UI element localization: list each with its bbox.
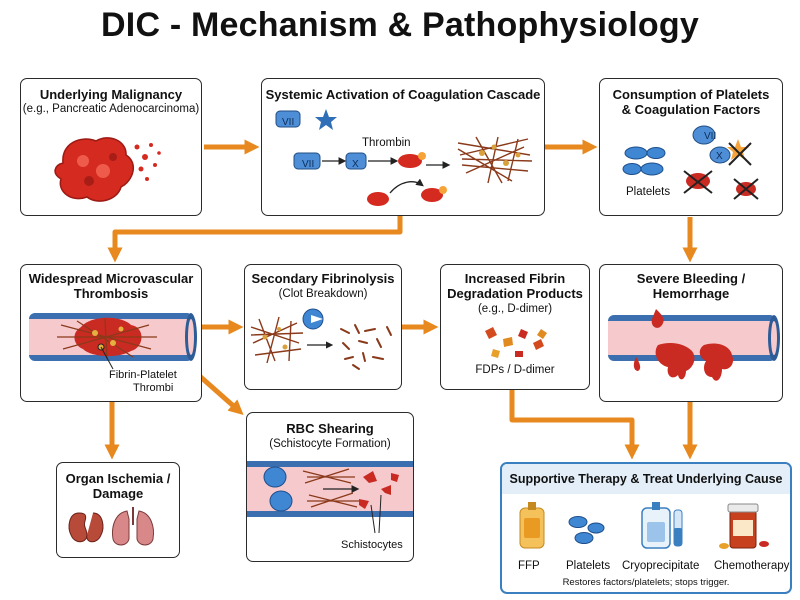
hemorrhaging-vessel-illustration bbox=[608, 309, 780, 381]
fibrin-platelet-label-line1: Fibrin-Platelet bbox=[109, 369, 177, 381]
therapy-icons bbox=[519, 502, 769, 549]
tumor-icon bbox=[54, 137, 161, 202]
arrow-coagulation-to-thrombosis bbox=[107, 215, 403, 263]
fibrinolysis-title: Secondary Fibrinolysis bbox=[251, 271, 395, 286]
schistocytes-label: Schistocytes bbox=[341, 539, 403, 551]
node-fibrinolysis: Secondary Fibrinolysis (Clot Breakdown) bbox=[244, 264, 402, 390]
cascade-illustration bbox=[275, 109, 533, 206]
consumption-title-line2: & Coagulation Factors bbox=[621, 102, 761, 117]
fdp-label: FDPs / D-dimer bbox=[475, 364, 555, 376]
platelets-label: Platelets bbox=[626, 186, 671, 198]
thrombin-label: Thrombin bbox=[362, 137, 411, 149]
coagulation-title: Systemic Activation of Coagulation Casca… bbox=[265, 87, 541, 102]
thrombosed-vessel-illustration bbox=[29, 313, 197, 370]
factor-vii-top-label: VII bbox=[282, 117, 295, 128]
bleeding-title-line2: Hemorrhage bbox=[652, 286, 730, 301]
rbc-title: RBC Shearing bbox=[286, 421, 374, 436]
rbc-subtitle: (Schistocyte Formation) bbox=[269, 438, 391, 450]
arrow-fdp-to-therapy bbox=[509, 388, 640, 460]
consumption-illustration bbox=[622, 125, 759, 200]
node-ischemia: Organ Ischemia / Damage bbox=[56, 462, 180, 558]
therapy-note: Restores factors/platelets; stops trigge… bbox=[562, 577, 730, 588]
node-thrombosis: Widespread Microvascular Thrombosis Fibr… bbox=[20, 264, 202, 402]
fibrinolysis-subtitle: (Clot Breakdown) bbox=[278, 288, 368, 300]
platelets-icon bbox=[568, 516, 605, 544]
node-coagulation-cascade: Systemic Activation of Coagulation Casca… bbox=[261, 78, 545, 216]
fdp-fragments-icon bbox=[485, 327, 547, 358]
fdp-title-line1: Increased Fibrin bbox=[464, 271, 566, 286]
therapy-title: Supportive Therapy & Treat Underlying Ca… bbox=[509, 472, 783, 486]
node-therapy: Supportive Therapy & Treat Underlying Ca… bbox=[500, 462, 792, 594]
consumption-title-line1: Consumption of Platelets bbox=[612, 87, 770, 102]
organs-icon bbox=[68, 507, 154, 546]
node-malignancy: Underlying Malignancy (e.g., Pancreatic … bbox=[20, 78, 202, 216]
therapy-header bbox=[502, 464, 790, 494]
fibrinolysis-illustration bbox=[250, 308, 392, 370]
therapy-item-chemotherapy: Chemotherapy bbox=[714, 560, 790, 572]
malignancy-title: Underlying Malignancy bbox=[39, 87, 183, 102]
node-bleeding: Severe Bleeding / Hemorrhage bbox=[599, 264, 783, 402]
node-consumption: Consumption of Platelets & Coagulation F… bbox=[599, 78, 783, 216]
cryoprecipitate-icon bbox=[641, 502, 683, 549]
therapy-item-cryoprecipitate: Cryoprecipitate bbox=[622, 560, 700, 572]
consumed-factor-vii-label: VII bbox=[704, 131, 717, 142]
therapy-item-platelets: Platelets bbox=[566, 560, 611, 572]
therapy-item-ffp: FFP bbox=[518, 560, 540, 572]
page-title: DIC - Mechanism & Pathophysiology bbox=[101, 6, 699, 44]
ischemia-title-line2: Damage bbox=[92, 486, 144, 501]
node-fdp: Increased Fibrin Degradation Products (e… bbox=[440, 264, 590, 390]
ischemia-title-line1: Organ Ischemia / bbox=[65, 471, 171, 486]
arrow-thrombosis-to-rbc bbox=[193, 370, 244, 415]
rbc-shearing-illustration bbox=[247, 461, 413, 534]
factor-x-label: X bbox=[352, 159, 359, 170]
fibrin-platelet-label-line2: Thrombi bbox=[133, 382, 174, 394]
thrombosis-title-line2: Thrombosis bbox=[73, 286, 149, 301]
factor-vii-bottom-label: VII bbox=[302, 159, 315, 170]
fdp-title-line2: Degradation Products bbox=[447, 286, 583, 301]
malignancy-subtitle: (e.g., Pancreatic Adenocarcinoma) bbox=[22, 103, 200, 115]
ffp-bag-icon bbox=[519, 502, 545, 549]
thrombosis-title-line1: Widespread Microvascular bbox=[28, 271, 194, 286]
chemotherapy-icon bbox=[719, 503, 769, 549]
node-rbc-shearing: RBC Shearing (Schistocyte Formation) Sch… bbox=[246, 412, 414, 562]
consumed-factor-x-label: X bbox=[716, 151, 723, 162]
bleeding-title-line1: Severe Bleeding / bbox=[636, 271, 746, 286]
fdp-subtitle: (e.g., D-dimer) bbox=[477, 303, 553, 315]
